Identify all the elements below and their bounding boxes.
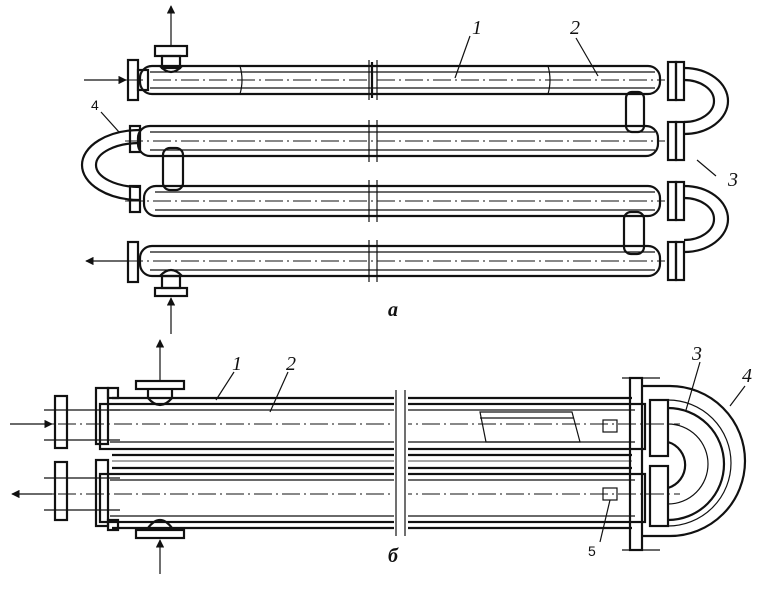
label-b-3: 3 (691, 343, 702, 365)
row-4-pipe (125, 240, 686, 298)
label-b-4: 4 (742, 365, 752, 387)
row-3-pipe (125, 180, 686, 222)
caption-a: а (388, 299, 398, 321)
label-a-3: 3 (727, 169, 738, 191)
diagram-b: 1 2 3 4 5 б (10, 339, 752, 574)
label-b-2: 2 (286, 353, 296, 375)
label-a-2: 2 (570, 17, 580, 39)
caption-b: б (388, 545, 399, 567)
label-a-4: 4 (91, 97, 99, 113)
label-b-1: 1 (232, 353, 242, 375)
row-1-pipe (125, 44, 686, 102)
label-a-1: 1 (472, 17, 482, 39)
diagram-a: 1 2 3 4 а (80, 5, 738, 334)
row-2-pipe (125, 120, 686, 162)
label-b-5: 5 (588, 543, 596, 559)
